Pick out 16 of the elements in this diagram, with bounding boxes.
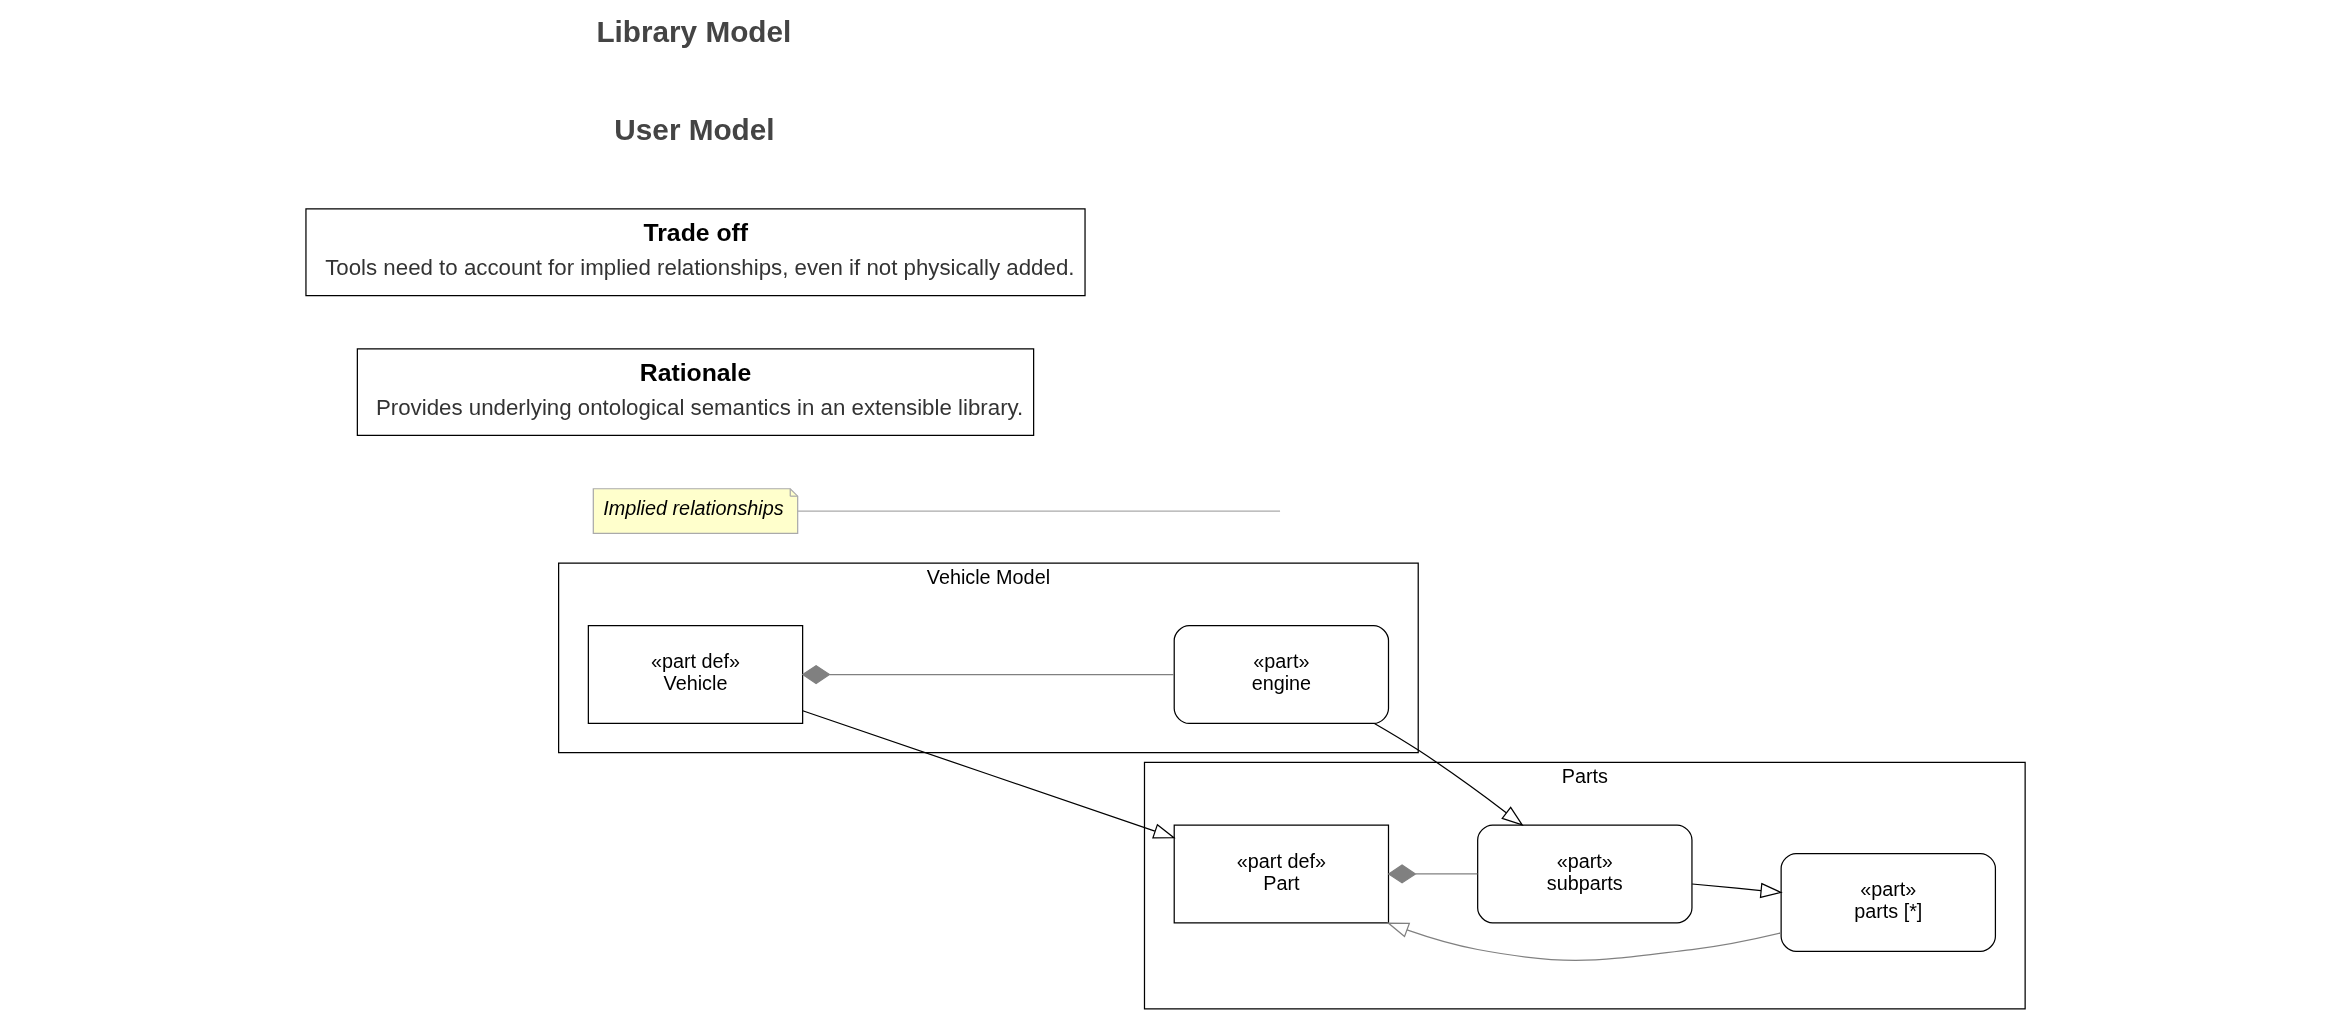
node-box: «part def» Part <box>1173 824 1390 924</box>
label: User Model <box>614 112 775 146</box>
node-box: «part def» Vehicle <box>587 625 804 725</box>
connector <box>801 664 1175 685</box>
connector <box>1387 864 1478 884</box>
node-box: Trade off Tools need to account for implied relationships, even if not physically added. <box>305 208 1086 297</box>
node-box: «part» engine <box>1173 625 1390 725</box>
arrow <box>1373 722 1524 826</box>
node-box: «part» parts [*] <box>1780 852 1997 952</box>
arrow <box>1386 922 1782 961</box>
connector <box>797 510 1281 512</box>
arrow <box>1691 882 1783 899</box>
arrow <box>802 710 1176 839</box>
label: Library Model <box>596 14 792 48</box>
node-box: «part» subparts <box>1477 824 1693 924</box>
node-box: Rationale Provides underlying ontological semantics in an extensible library. <box>356 348 1035 437</box>
